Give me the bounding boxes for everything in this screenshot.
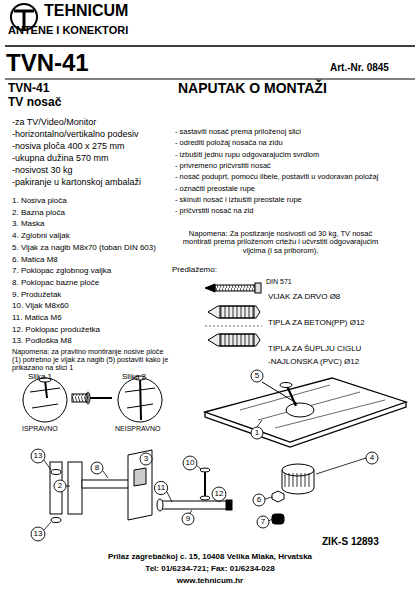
callout-circle <box>182 513 194 525</box>
callout-circle <box>183 456 197 470</box>
label-text: NEISPRAVNO <box>115 425 160 433</box>
logo-text: ANTENE I KONEKTORI <box>8 24 128 36</box>
callout-number: 1 <box>255 429 259 438</box>
callout-number: 11 <box>157 484 165 493</box>
label-text: TIPLA ZA ŠUPLJU CIGLU <box>268 345 361 354</box>
label-text: Slika 2 <box>122 373 146 382</box>
label-text: - skinuti nosač i izbušiti preostale rup… <box>175 196 302 204</box>
callout-circle <box>257 516 269 528</box>
label-text: 10. Vijak M8x60 <box>12 302 69 311</box>
callout-number: 13 <box>34 452 43 461</box>
footer-text: Tel: 01/6234-721; Fax: 01/6234-028 <box>145 565 274 574</box>
label-text: 3. Maska <box>12 220 44 229</box>
label-text: Napomena: Za postizanje nosivosti od 30 … <box>178 230 383 255</box>
label-text: - izbušiti jednu rupu odgovarajućim svrd… <box>175 151 319 159</box>
callout-circle <box>54 480 66 492</box>
label-text: - sastaviti nosač prema priloženoj slici <box>175 128 301 136</box>
label-text: Predlažemo: <box>172 266 217 275</box>
callout-number: 5 <box>255 372 259 381</box>
label-text: TV nosač <box>8 96 61 109</box>
callout-circle <box>251 427 263 439</box>
callout-circle <box>31 527 45 541</box>
label-text: -nosivost 30 kg <box>12 165 73 175</box>
callout-circle <box>154 481 167 494</box>
label-text: ISPRAVNO <box>22 425 58 433</box>
label-text: Art.-Nr. 0845 <box>330 62 389 73</box>
label-text: - nosač poduprt, pomoću libele, postavit… <box>175 173 378 181</box>
label-text: NAPUTAK O MONTAŽI <box>178 81 327 97</box>
label-text: -ukupna dužina 570 mm <box>12 153 109 163</box>
callout-number: 3 <box>144 455 148 464</box>
label-text: 8. Poklopac bazne ploče <box>12 279 99 288</box>
label-text: DIN 571 <box>266 278 292 286</box>
callout-circle <box>91 462 103 474</box>
label-text: 12. Poklopac produžetka <box>12 326 100 335</box>
label-text: - pričvrstiti nosač na zid <box>175 207 253 215</box>
footer-text: Prilaz zagrebačkoj c. 15, 10408 Velika M… <box>108 553 312 562</box>
label-text: -za TV/Video/Monitor <box>12 117 96 127</box>
label-text: TVN-41 <box>8 82 49 95</box>
label-text: 13. Podloška M8 <box>12 337 72 346</box>
label-text: TIPLA ZA BETON(PP) Ø12 <box>268 319 365 328</box>
label-text: 1. Nosiva ploča <box>12 197 67 206</box>
title: TVN-41 <box>6 50 89 77</box>
label-text: 11. Matica M6 <box>12 314 62 323</box>
label-text: - odrediti položaj nosača na zidu <box>175 139 283 147</box>
callout-number: 6 <box>257 496 261 505</box>
logo-text: TEHNICUM <box>44 2 128 20</box>
callout-circle <box>212 487 226 501</box>
callout-circle <box>31 449 45 463</box>
callout-number: 8 <box>95 464 99 473</box>
label-text: Slika 1 <box>28 373 52 382</box>
label-text: -nosiva ploča 400 x 275 mm <box>12 141 125 151</box>
label-text: 2. Bazna ploča <box>12 209 65 218</box>
label-text: 7. Poklopac zglobnog valjka <box>12 267 111 276</box>
label-text: 9. Produžetak <box>12 291 61 300</box>
callout-number: 7 <box>261 518 265 527</box>
label-text: - privremeno pričvrstiti nosač <box>175 162 271 170</box>
label-text: -NAJLONSKA (PVC) Ø12 <box>268 358 359 367</box>
footer-text: www.tehnicum.hr <box>177 577 243 586</box>
label-text: ZIK-S 12893 <box>322 536 379 547</box>
callout-circle <box>253 494 265 506</box>
callout-number: 4 <box>370 454 374 463</box>
callout-circle <box>366 452 378 464</box>
label-text: - označiti preostale rupe <box>175 185 255 193</box>
label-text: VIJAK ZA DRVO Ø8 <box>268 293 340 302</box>
label-text: -horizontalno/vertikalno podesiv <box>12 129 139 139</box>
callout-number: 10 <box>186 459 195 468</box>
callout-number: 2 <box>58 482 62 491</box>
callout-circle <box>251 370 263 382</box>
label-text: 6. Matica M8 <box>12 256 58 265</box>
callout-number: 12 <box>215 490 224 499</box>
callout-number: 9 <box>186 515 190 524</box>
label-text: 4. Zglobni valjak <box>12 232 70 241</box>
label-text: -pakiranje u kartonskoj ambalaži <box>12 177 141 187</box>
callout-number: 13 <box>34 530 43 539</box>
label-text: 5. Vijak za nagib M8x70 (toban DIN 603) <box>12 244 156 253</box>
label-text: Napomena: za pravilno montiranje nosive … <box>12 348 172 372</box>
callout-circle <box>140 453 152 465</box>
